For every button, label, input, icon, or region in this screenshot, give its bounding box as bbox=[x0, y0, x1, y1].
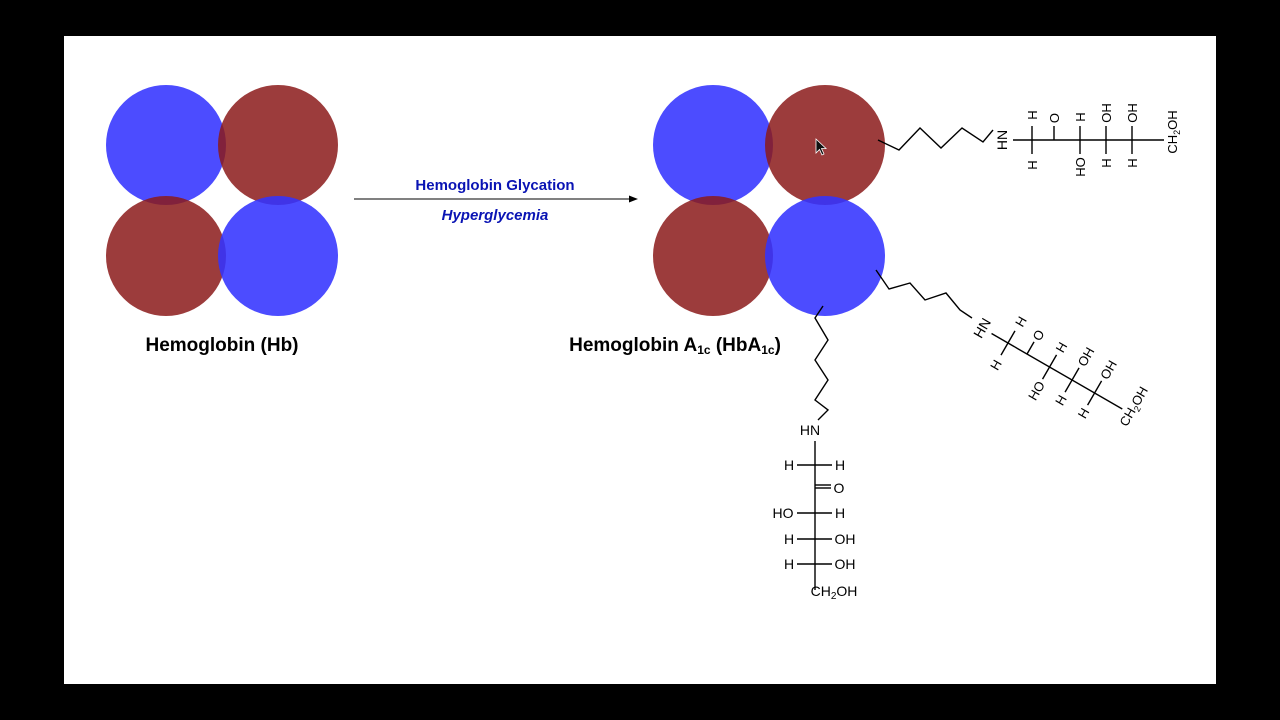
svg-text:H: H bbox=[1125, 158, 1140, 167]
glycated-chain-middle: HN H H O HO H H OH H OH CH2OH bbox=[875, 269, 1152, 430]
svg-text:H: H bbox=[1012, 314, 1030, 330]
hba1c-label: Hemoglobin A1c (HbA1c) bbox=[569, 335, 781, 357]
svg-text:H: H bbox=[1075, 405, 1093, 421]
svg-text:H: H bbox=[1052, 392, 1070, 408]
svg-text:H: H bbox=[1025, 110, 1040, 119]
hba1c-subunit-top-right bbox=[765, 85, 885, 205]
svg-text:OH: OH bbox=[1125, 103, 1140, 123]
svg-text:O: O bbox=[834, 480, 845, 496]
svg-text:OH: OH bbox=[835, 556, 856, 572]
svg-text:HO: HO bbox=[1025, 378, 1048, 402]
subunit-bottom-right bbox=[218, 196, 338, 316]
svg-text:H: H bbox=[987, 357, 1005, 373]
hba1c-subunit-bottom-left bbox=[653, 196, 773, 316]
svg-text:CH2OH: CH2OH bbox=[1165, 110, 1182, 153]
svg-text:H: H bbox=[1099, 158, 1114, 167]
arrow-subtitle: Hyperglycemia bbox=[442, 207, 549, 224]
glycated-chain-top: HN H H O HO H H OH H OH CH2OH bbox=[877, 103, 1182, 177]
svg-text:O: O bbox=[1047, 113, 1062, 123]
svg-text:OH: OH bbox=[1075, 345, 1098, 369]
svg-text:H: H bbox=[784, 531, 794, 547]
cursor-arrow-icon bbox=[815, 138, 828, 156]
svg-text:OH: OH bbox=[835, 531, 856, 547]
glycated-chain-bottom: HN H H O HO H H OH H OH CH2OH bbox=[773, 305, 858, 602]
svg-text:HN: HN bbox=[800, 422, 820, 438]
svg-text:OH: OH bbox=[1099, 103, 1114, 123]
hemoglobin-tetramer bbox=[106, 85, 338, 316]
svg-text:HN: HN bbox=[994, 130, 1010, 150]
svg-text:H: H bbox=[1025, 160, 1040, 169]
svg-text:H: H bbox=[1073, 112, 1088, 121]
svg-text:CH2OH: CH2OH bbox=[1116, 384, 1152, 430]
hba1c-subunit-bottom-right bbox=[765, 196, 885, 316]
svg-text:OH: OH bbox=[1097, 358, 1120, 382]
subunit-bottom-left bbox=[106, 196, 226, 316]
reaction-arrowhead bbox=[629, 195, 638, 203]
svg-text:H: H bbox=[1053, 340, 1071, 356]
svg-text:HN: HN bbox=[970, 315, 994, 341]
subunit-top-right bbox=[218, 85, 338, 205]
svg-text:H: H bbox=[835, 457, 845, 473]
svg-text:H: H bbox=[835, 505, 845, 521]
svg-text:HO: HO bbox=[1073, 157, 1088, 177]
hba1c-tetramer bbox=[653, 85, 885, 316]
svg-text:O: O bbox=[1029, 327, 1047, 343]
svg-text:H: H bbox=[784, 457, 794, 473]
subunit-top-left bbox=[106, 85, 226, 205]
hba1c-subunit-top-left bbox=[653, 85, 773, 205]
arrow-title: Hemoglobin Glycation bbox=[415, 177, 574, 194]
hemoglobin-label: Hemoglobin (Hb) bbox=[145, 335, 298, 356]
svg-text:CH2OH: CH2OH bbox=[811, 583, 858, 602]
svg-text:H: H bbox=[784, 556, 794, 572]
svg-text:HO: HO bbox=[773, 505, 794, 521]
